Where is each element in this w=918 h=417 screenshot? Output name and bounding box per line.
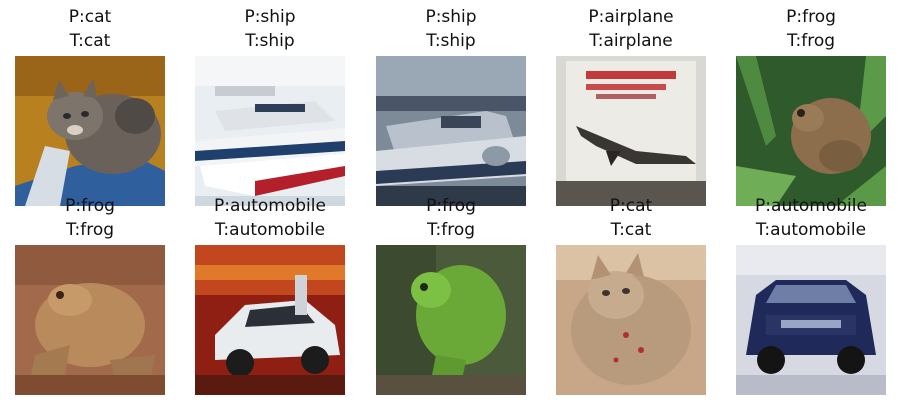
panel-title: P:automobile T:automobile <box>716 194 906 242</box>
true-label: T:automobile <box>214 220 326 240</box>
panel-title: P:cat T:cat <box>0 5 185 53</box>
true-label: T:ship <box>426 31 476 51</box>
panel-title: P:frog T:frog <box>716 5 906 53</box>
predicted-label: P:ship <box>425 7 477 27</box>
airplane-photo <box>556 56 706 206</box>
true-label: T:automobile <box>755 220 867 240</box>
frog-photo <box>376 245 526 395</box>
true-label: T:frog <box>426 220 476 240</box>
true-label: T:cat <box>610 220 652 240</box>
cat-image <box>15 56 165 206</box>
airplane-image <box>556 56 706 206</box>
frog-image <box>736 56 886 206</box>
ship-photo <box>195 56 345 206</box>
predicted-label: P:frog <box>786 7 836 27</box>
frog-photo <box>736 56 886 206</box>
predicted-label: P:ship <box>244 7 296 27</box>
car-image <box>195 245 345 395</box>
predicted-label: P:frog <box>65 196 115 216</box>
frog-image <box>15 245 165 395</box>
car-photo <box>736 245 886 395</box>
panel-title: P:ship T:ship <box>175 5 365 53</box>
car-photo <box>195 245 345 395</box>
predicted-label: P:cat <box>609 196 653 216</box>
true-label: T:frog <box>65 220 115 240</box>
true-label: T:ship <box>245 31 295 51</box>
cat-photo <box>556 245 706 395</box>
ship-image <box>195 56 345 206</box>
predicted-label: P:airplane <box>588 7 674 27</box>
panel-title: P:automobile T:automobile <box>175 194 365 242</box>
predicted-label: P:automobile <box>755 196 867 216</box>
true-label: T:cat <box>69 31 111 51</box>
cat-image <box>556 245 706 395</box>
predicted-label: P:cat <box>68 7 112 27</box>
true-label: T:frog <box>786 31 836 51</box>
predicted-label: P:frog <box>426 196 476 216</box>
panel-title: P:airplane T:airplane <box>536 5 726 53</box>
frog-photo <box>15 245 165 395</box>
frog-image <box>376 245 526 395</box>
panel-title: P:cat T:cat <box>536 194 726 242</box>
ship-photo <box>376 56 526 206</box>
car-image <box>736 245 886 395</box>
panel-title: P:frog T:frog <box>0 194 185 242</box>
cat-photo <box>15 56 165 206</box>
predicted-label: P:automobile <box>214 196 326 216</box>
panel-title: P:frog T:frog <box>356 194 546 242</box>
true-label: T:airplane <box>589 31 673 51</box>
ship-image <box>376 56 526 206</box>
panel-title: P:ship T:ship <box>356 5 546 53</box>
